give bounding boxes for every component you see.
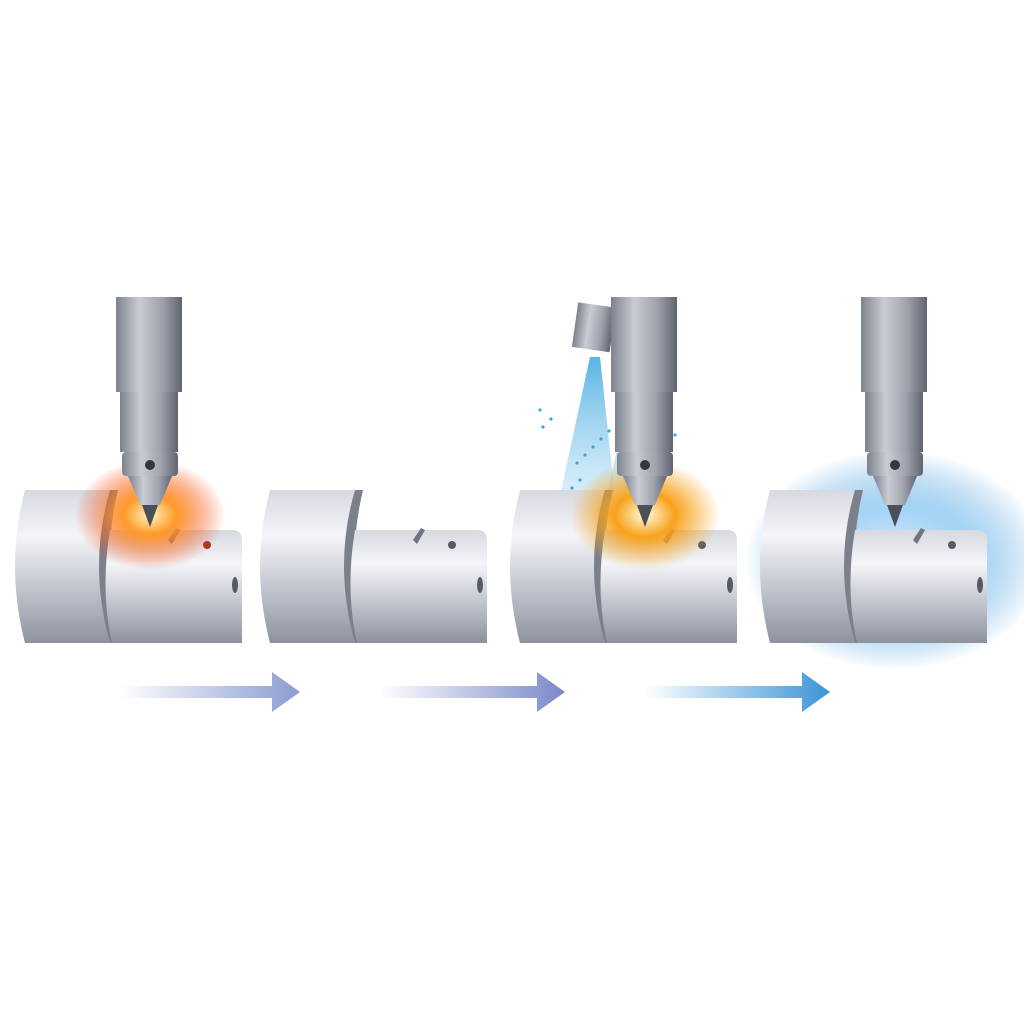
water-droplet (549, 417, 553, 421)
nozzle-tip (637, 505, 653, 527)
arrow-right-icon (645, 672, 830, 712)
notch (413, 528, 425, 544)
workpiece-cylinder (260, 490, 355, 643)
arrow-right-icon (120, 672, 300, 712)
notch (913, 528, 925, 544)
end-hole (727, 577, 733, 593)
water-droplet (575, 461, 579, 465)
water-droplet (583, 453, 587, 457)
end-hole (977, 577, 983, 593)
workpiece-shaft (850, 530, 987, 643)
collar-screw (890, 460, 900, 470)
tool-spindle (116, 297, 182, 392)
water-droplet (538, 408, 542, 412)
stage-3 (510, 297, 737, 643)
end-hole (232, 577, 238, 593)
water-droplet (599, 437, 603, 441)
collar-screw (640, 460, 650, 470)
arrow-right-icon (380, 672, 565, 712)
end-hole (477, 577, 483, 593)
water-droplet (578, 478, 582, 482)
nozzle-cone (128, 476, 172, 505)
workpiece-cylinder (760, 490, 855, 643)
hole (448, 541, 456, 549)
nozzle-cone (623, 476, 667, 505)
water-droplet (673, 433, 677, 437)
stage-4 (745, 297, 1024, 670)
tool-spindle (861, 297, 927, 392)
water-droplet (607, 429, 611, 433)
nozzle-cone (873, 476, 917, 505)
tool-holder (120, 392, 178, 452)
hole (948, 541, 956, 549)
workpiece-shaft (350, 530, 487, 643)
stage-1 (15, 297, 242, 643)
spray-nozzle-1 (571, 302, 616, 353)
water-droplet (591, 445, 595, 449)
tool-spindle (611, 297, 677, 392)
water-droplet (541, 425, 545, 429)
nozzle-tip (887, 505, 903, 527)
water-droplet (570, 486, 574, 490)
nozzle-tip (142, 505, 158, 527)
tool-holder (865, 392, 923, 452)
collar-screw (145, 460, 155, 470)
tool-holder (615, 392, 673, 452)
